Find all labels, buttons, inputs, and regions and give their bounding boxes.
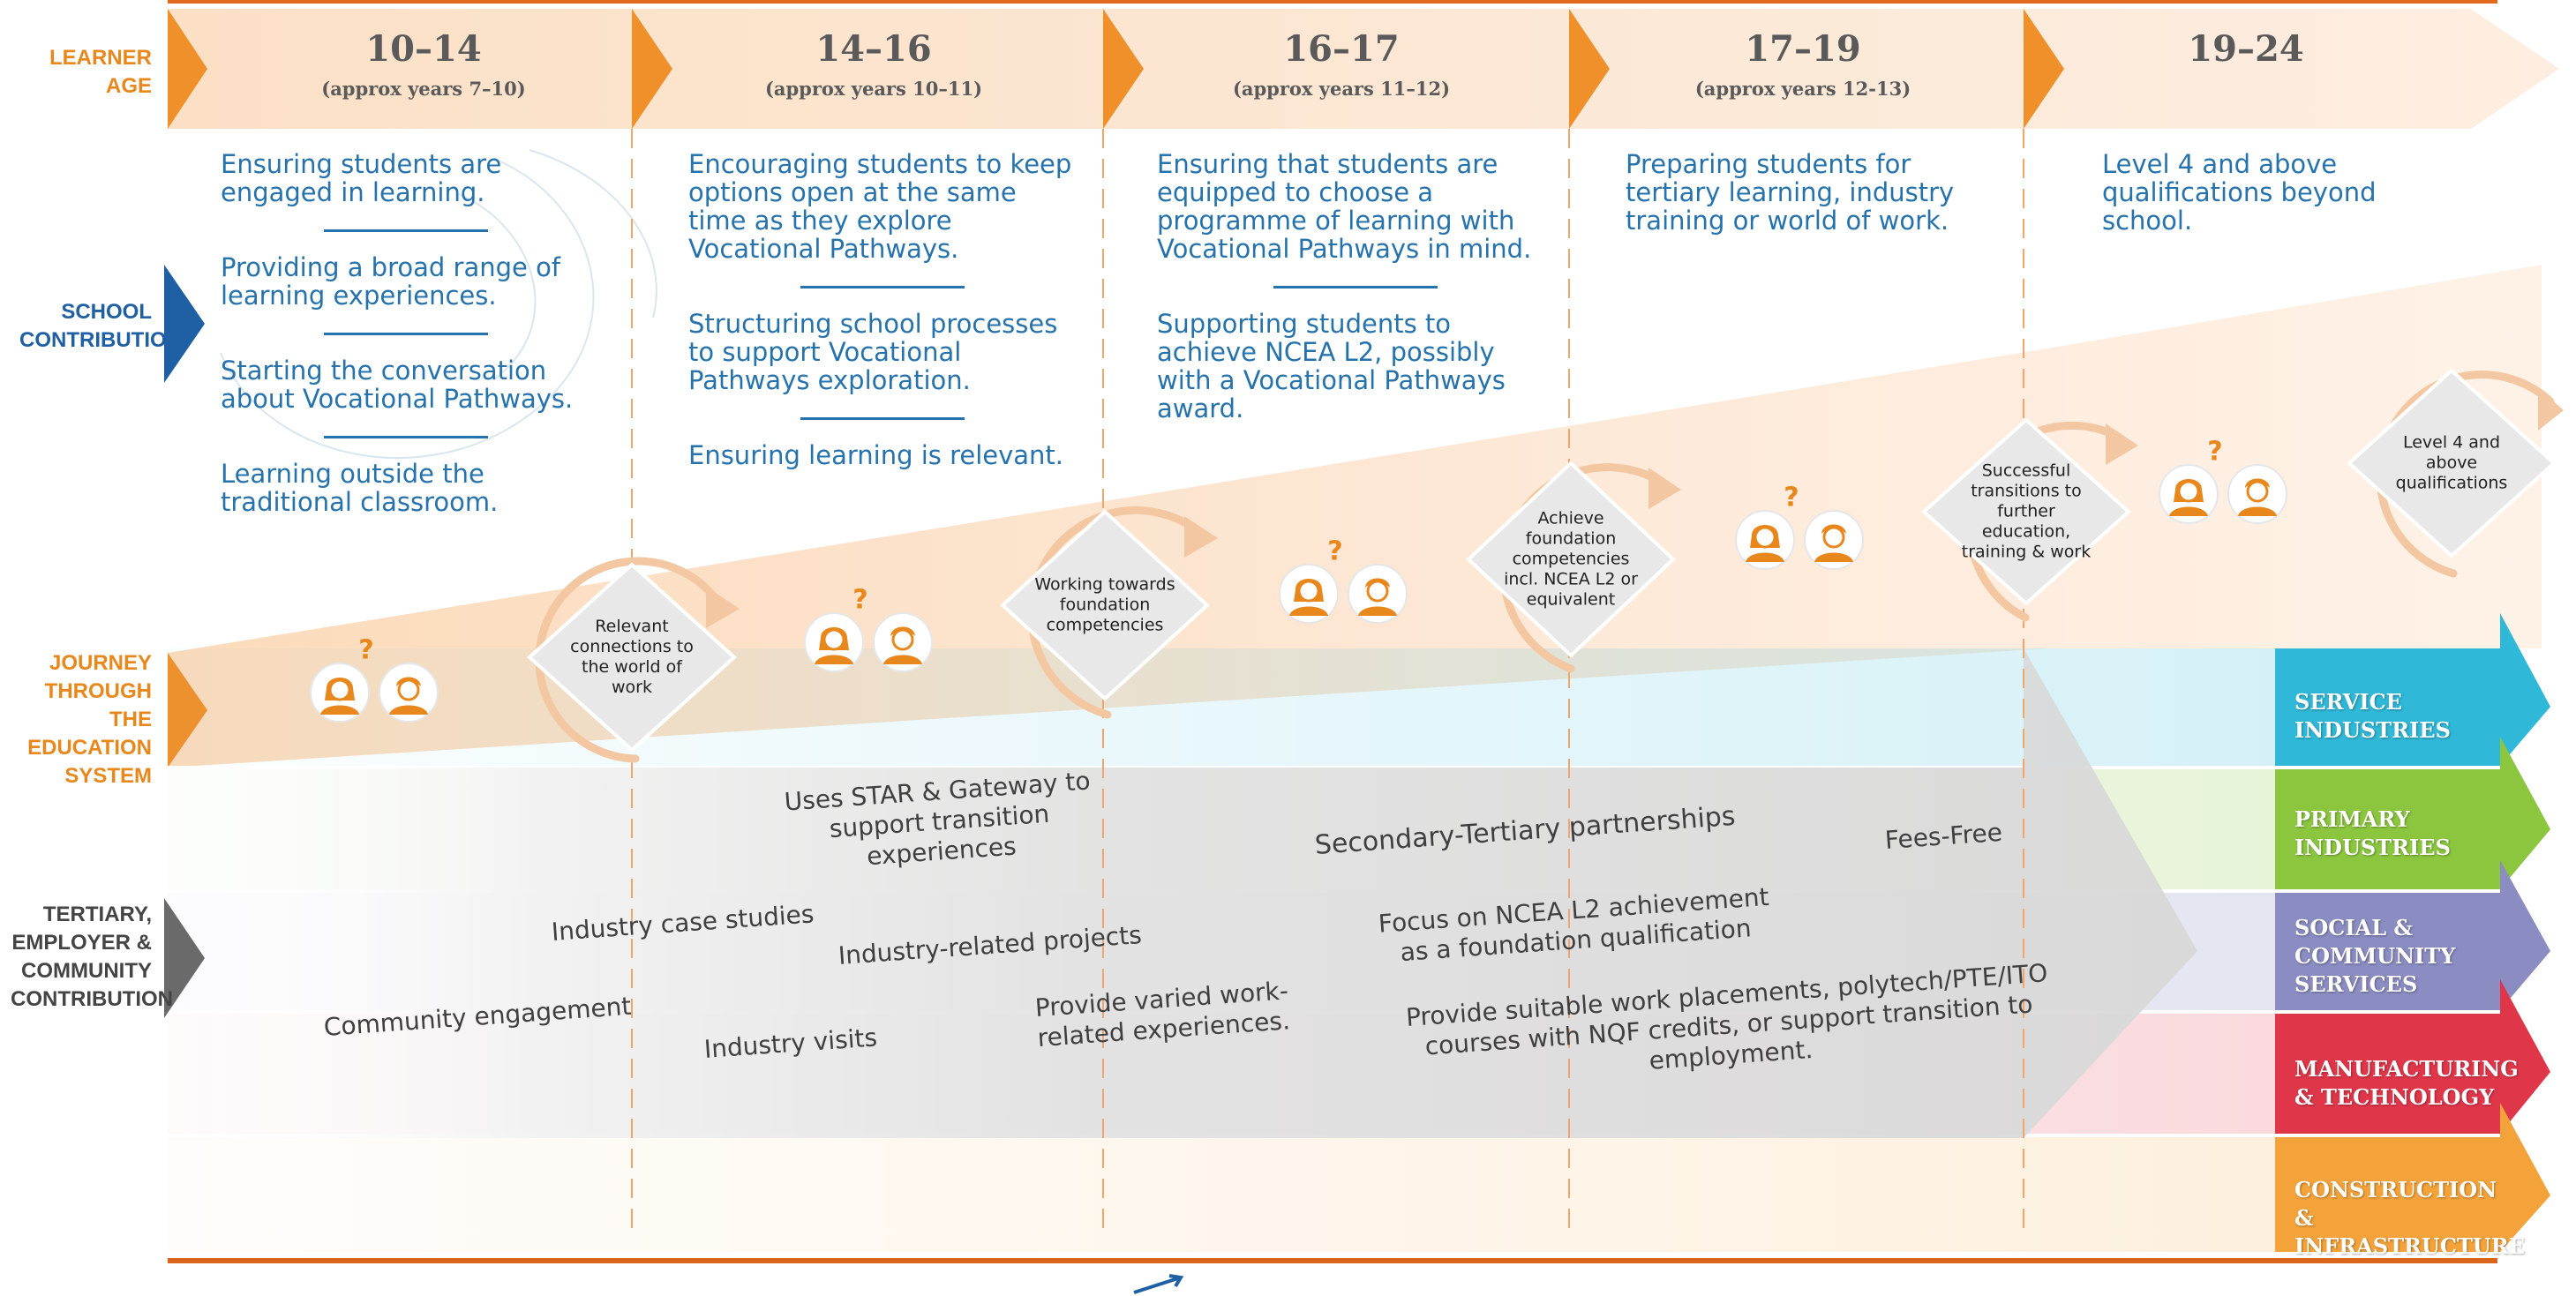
contribution-text: Ensuring students are engaged in learnin… xyxy=(221,149,502,207)
pathway-construction-infrastructure: CONSTRUCTION & INFRASTRUCTURE xyxy=(2294,1177,2525,1259)
question-mark-icon: ? xyxy=(1784,482,1799,513)
female-student-icon xyxy=(1278,563,1340,625)
age-column-4: 17–19 (approx years 12-13) xyxy=(1671,25,1935,104)
age-years: (approx years 12-13) xyxy=(1694,78,1911,100)
milestone-label: Working towards foundation competencies xyxy=(1034,574,1175,635)
divider xyxy=(800,286,965,288)
divider xyxy=(324,436,488,438)
pathway-social-community-services: SOCIAL & COMMUNITY SERVICES xyxy=(2294,915,2456,997)
question-mark-icon: ? xyxy=(1327,536,1343,567)
divider xyxy=(800,417,965,420)
male-student-icon xyxy=(1803,509,1865,571)
contribution-text: Providing a broad range of learning expe… xyxy=(221,252,561,311)
contribution-text: Learning outside the traditional classro… xyxy=(221,459,499,517)
school-contribution-label: SCHOOL CONTRIBUTION xyxy=(19,300,182,352)
age-range: 17–19 xyxy=(1745,28,1861,70)
school-contribution-col-5: Level 4 and above qualifications beyond … xyxy=(2102,150,2473,235)
divider xyxy=(1273,286,1438,288)
age-years: (approx years 7–10) xyxy=(321,78,526,100)
milestone-label: Achieve foundation competencies incl. NC… xyxy=(1504,508,1638,610)
male-student-icon xyxy=(1347,563,1408,625)
age-range: 14–16 xyxy=(815,28,932,70)
age-years: (approx years 11–12) xyxy=(1232,78,1451,100)
pathway-primary-industries: PRIMARY INDUSTRIES xyxy=(2294,806,2451,860)
school-contribution-col-1: Ensuring students are engaged in learnin… xyxy=(221,150,591,516)
milestone-label: Successful transitions to further educat… xyxy=(1961,461,2092,562)
pathway-service-industries: SERVICE INDUSTRIES xyxy=(2294,689,2451,743)
female-student-icon xyxy=(2158,463,2219,525)
question-mark-icon: ? xyxy=(2207,436,2223,468)
divider xyxy=(324,333,488,335)
age-column-1: 10–14 (approx years 7–10) xyxy=(291,25,556,104)
contribution-text: Preparing students for tertiary learning… xyxy=(1626,149,1955,236)
divider xyxy=(324,229,488,232)
age-range: 10–14 xyxy=(365,28,482,70)
question-mark-icon: ? xyxy=(852,584,868,616)
contribution-text: Starting the conversation about Vocation… xyxy=(221,356,574,414)
age-column-3: 16–17 (approx years 11–12) xyxy=(1209,25,1474,104)
milestone-label: Relevant connections to the world of wor… xyxy=(570,617,694,697)
female-student-icon xyxy=(1734,509,1796,571)
contribution-text: Ensuring that students are equipped to c… xyxy=(1157,149,1532,264)
male-student-icon xyxy=(872,611,934,673)
age-column-2: 14–16 (approx years 10–11) xyxy=(741,25,1006,104)
tertiary-label: TERTIARY, EMPLOYER & COMMUNITY CONTRIBUT… xyxy=(11,903,173,1011)
contribution-text: Encouraging students to keep options ope… xyxy=(688,149,1072,264)
female-student-icon xyxy=(803,611,865,673)
contribution-text: Supporting students to achieve NCEA L2, … xyxy=(1157,309,1506,423)
age-range: 16–17 xyxy=(1283,28,1400,70)
pathway-manufacturing-technology: MANUFACTURING & TECHNOLOGY xyxy=(2294,1056,2519,1110)
learner-age-label: LEARNER AGE xyxy=(49,46,152,98)
age-range: 19–24 xyxy=(2188,28,2304,70)
question-mark-icon: ? xyxy=(358,634,374,666)
age-column-5: 19–24 xyxy=(2114,25,2378,74)
journey-label: JOURNEY THROUGH THE EDUCATION SYSTEM xyxy=(27,651,152,788)
school-contribution-col-3: Ensuring that students are equipped to c… xyxy=(1157,150,1554,423)
school-contribution-col-2: Encouraging students to keep options ope… xyxy=(688,150,1077,469)
contribution-text: Structuring school processes to support … xyxy=(688,309,1058,395)
milestone-label: Level 4 and above qualifications xyxy=(2395,432,2508,493)
contribution-text: Level 4 and above qualifications beyond … xyxy=(2102,149,2377,236)
male-student-icon xyxy=(2227,463,2288,525)
school-contribution-col-4: Preparing students for tertiary learning… xyxy=(1626,150,1987,235)
male-student-icon xyxy=(378,662,439,723)
female-student-icon xyxy=(309,662,371,723)
contribution-text: Ensuring learning is relevant. xyxy=(688,440,1064,470)
age-years: (approx years 10–11) xyxy=(764,78,983,100)
